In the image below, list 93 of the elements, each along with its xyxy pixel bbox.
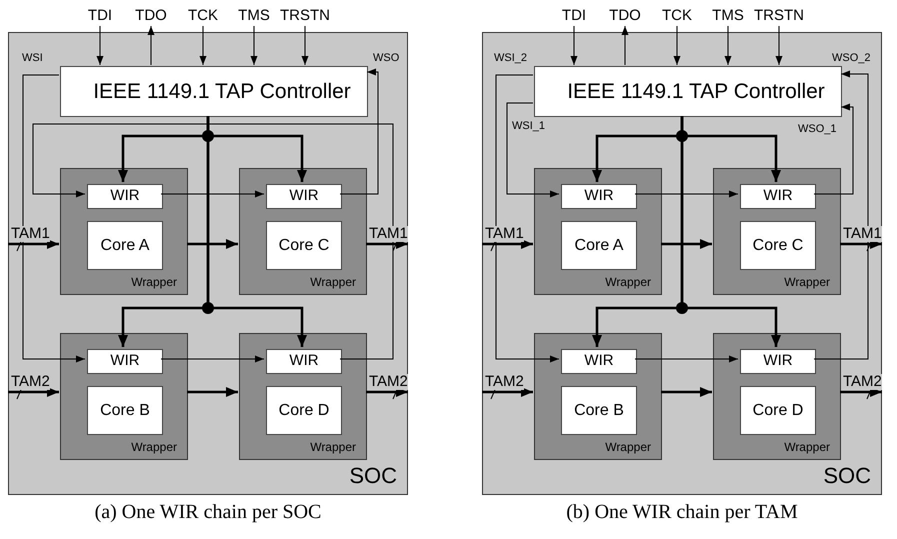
signal-label: TAM2 [843,374,882,390]
wrapper-label: Wrapper [605,274,651,290]
signal-label: TCK [657,6,697,26]
signal-arrow [622,26,628,66]
signal-label: TDI [80,6,120,26]
signal-arrow [814,70,868,360]
signal-label: TDO [605,6,645,26]
wrapper-label: Wrapper [310,439,356,455]
core-box: Core C [740,221,816,270]
signal-label: TAM1 [485,226,524,242]
signal-arrow [674,26,680,66]
register-box: WIR [740,184,816,209]
signal-label: TAM2 [369,374,408,390]
controller-box: IEEE 1149.1 TAP Controller [534,66,842,117]
signal-arrow [634,190,738,198]
soc-label: SOC [349,464,397,488]
signal-label: TRSTN [752,6,806,26]
bus-arrow [187,239,238,249]
bus-arrow [482,239,533,249]
signal-label: TRSTN [278,6,332,26]
signal-arrow [506,102,560,198]
core-box: Core D [740,386,816,435]
bus-arrow [680,116,781,347]
signal-label: TMS [232,6,276,26]
signal-arrow [496,74,560,362]
signal-label: WSI_1 [512,118,546,134]
signal-label: TAM1 [843,226,882,242]
wrapper-box [60,168,188,295]
signal-label: TMS [706,6,750,26]
signal-arrow [340,68,378,194]
core-box: Core B [561,386,637,435]
signal-label: WSI_2 [494,50,528,66]
soc-box [8,32,408,495]
signal-label: TAM2 [11,374,50,390]
register-box: WIR [87,184,163,209]
bus-arrow [206,116,307,347]
bus-arrow [8,239,59,249]
signal-arrow [22,74,86,362]
signal-arrow [634,356,738,362]
signal-arrow [570,26,578,66]
signal-arrow [96,26,104,66]
signal-label: TDI [554,6,594,26]
signal-label: TAM1 [369,226,408,242]
register-box: WIR [561,349,637,374]
controller-box: IEEE 1149.1 TAP Controller [60,66,368,117]
bus-arrow [661,387,712,397]
wrapper-box [713,168,841,295]
signal-arrow [32,124,394,360]
core-box: Core D [266,386,342,435]
bus-arrow [661,239,712,249]
wrapper-box [713,333,841,460]
signal-arrow [200,26,206,66]
signal-arrow [160,356,264,362]
signal-label: TCK [183,6,223,26]
signal-label: TAM1 [11,226,50,242]
soc-label: SOC [823,464,871,488]
register-box: WIR [266,184,342,209]
signal-arrow [160,190,264,198]
bus-arrow [482,387,533,397]
register-box: WIR [561,184,637,209]
wrapper-box [239,168,367,295]
signal-label: WSO_2 [832,50,871,66]
wrapper-box [60,333,188,460]
wrapper-label: Wrapper [784,439,830,455]
wrapper-label: Wrapper [131,274,177,290]
signal-arrow [724,26,732,66]
signal-label: TAM2 [485,374,524,390]
soc-box [482,32,882,495]
signal-arrow [250,26,258,66]
wrapper-label: Wrapper [131,439,177,455]
signal-arrow [776,26,782,66]
core-box: Core B [87,386,163,435]
wrapper-label: Wrapper [310,274,356,290]
wrapper-box [534,168,662,295]
wrapper-box [239,333,367,460]
bus-arrow [8,387,59,397]
wrapper-box [534,333,662,460]
register-box: WIR [740,349,816,374]
signal-label: WSO_1 [798,121,837,137]
core-box: Core C [266,221,342,270]
signal-label: TDO [131,6,171,26]
register-box: WIR [266,349,342,374]
signal-arrow [148,26,154,66]
core-box: Core A [561,221,637,270]
figure-caption: (a) One WIR chain per SOC [94,500,322,524]
figure-caption: (b) One WIR chain per TAM [565,500,799,524]
bus-arrow [187,387,238,397]
signal-arrow [814,104,854,194]
wrapper-label: Wrapper [784,274,830,290]
core-box: Core A [87,221,163,270]
register-box: WIR [87,349,163,374]
signal-arrow [302,26,308,66]
wrapper-label: Wrapper [605,439,651,455]
